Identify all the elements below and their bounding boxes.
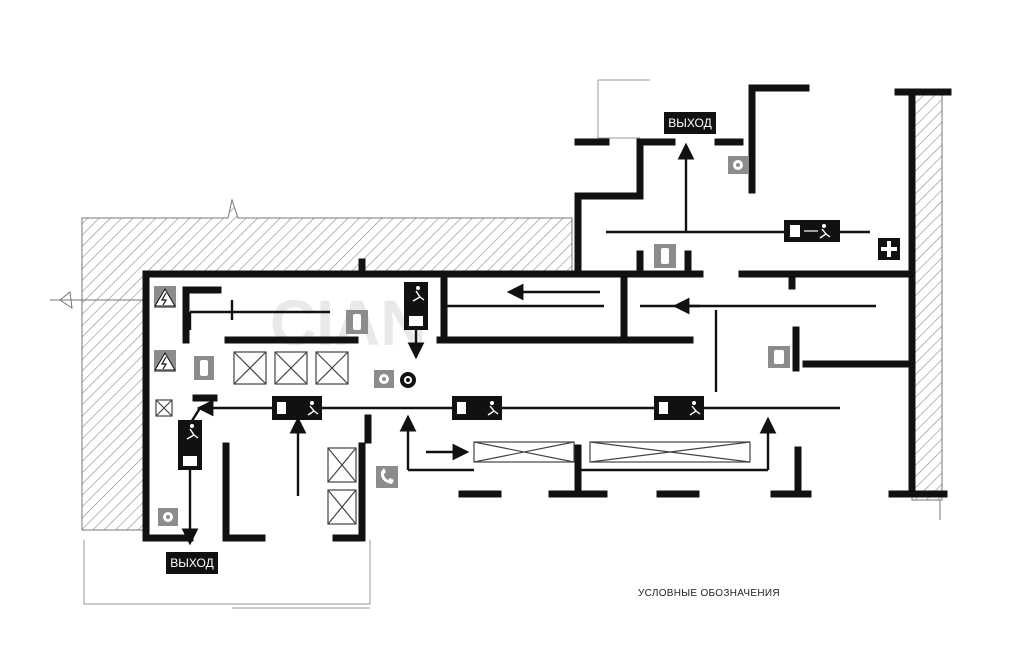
exterior-hatched-walls: [50, 91, 943, 531]
fire-alarm-icon: [400, 372, 416, 388]
adjacent-outlines: [83, 79, 650, 609]
smoke-detector-icon: [158, 508, 178, 526]
exit-sign-bottom: ВЫХОД: [166, 552, 218, 574]
exit-running-man-icon: [178, 420, 202, 470]
smoke-detector-icon: [728, 156, 748, 174]
exit-running-man-icon: [452, 396, 502, 420]
stair-blocks: [155, 351, 751, 525]
legend-title: УСЛОВНЫЕ ОБОЗНАЧЕНИЯ: [638, 588, 780, 599]
exit-running-man-icon: [272, 396, 322, 420]
high-voltage-icon: [154, 286, 176, 308]
walls: [142, 84, 952, 542]
exit-running-man-icon: [784, 220, 840, 242]
svg-text:ВЫХОД: ВЫХОД: [170, 556, 213, 570]
extinguisher-icon: [194, 356, 214, 380]
extinguisher-icon: [768, 346, 790, 368]
high-voltage-icon: [154, 350, 176, 372]
extinguisher-icon: [346, 310, 368, 334]
svg-text:ВЫХОД: ВЫХОД: [668, 116, 711, 130]
exit-sign-top: ВЫХОД: [664, 112, 716, 134]
first-aid-icon: [878, 238, 900, 260]
exit-running-man-icon: [404, 282, 428, 330]
phone-icon: [376, 466, 398, 488]
extinguisher-icon: [654, 244, 676, 268]
smoke-detector-icon: [374, 370, 394, 388]
exit-running-man-icon: [654, 396, 704, 420]
